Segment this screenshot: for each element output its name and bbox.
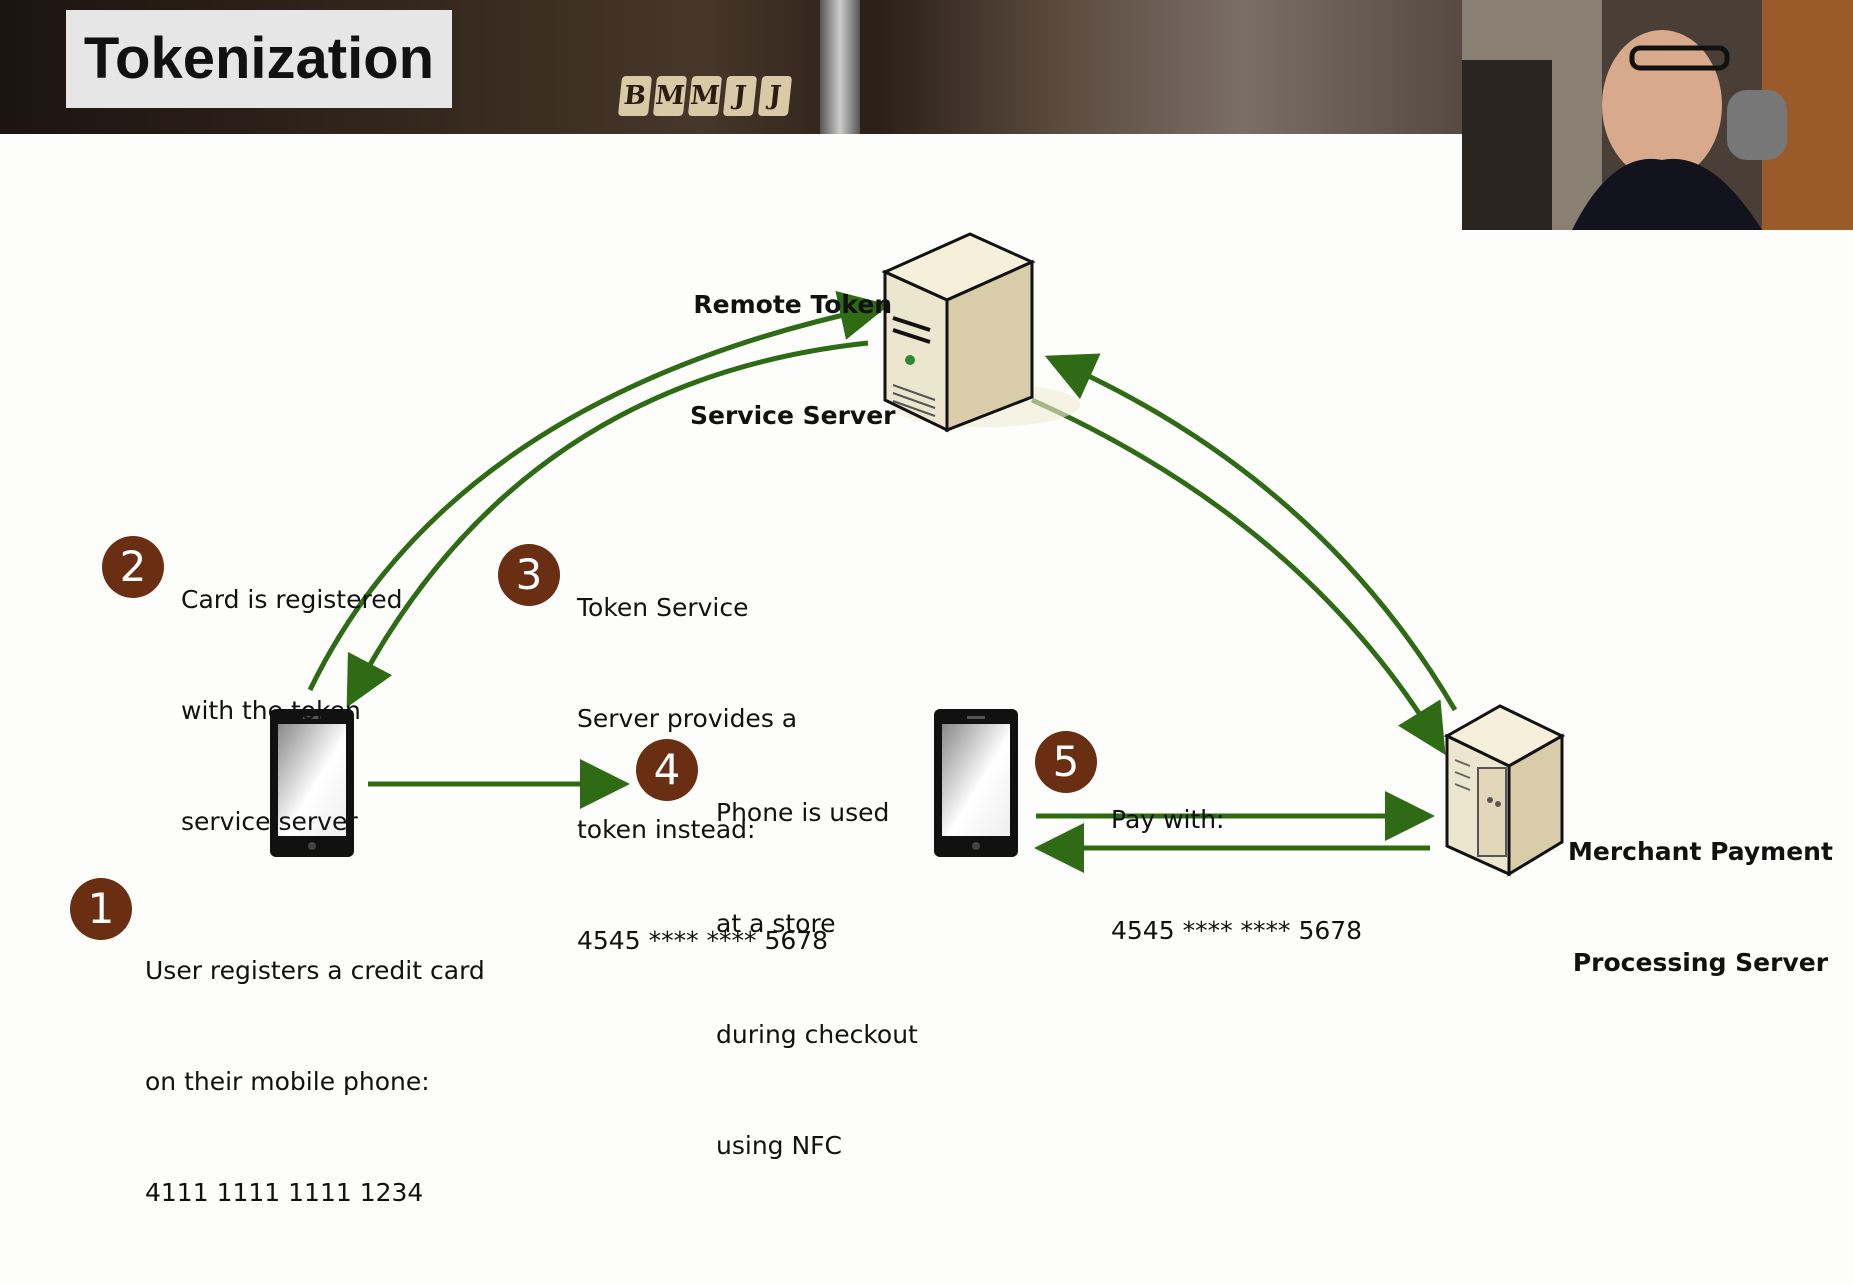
step-4-line: at a store bbox=[716, 909, 836, 938]
step-3-line: Token Service bbox=[577, 593, 749, 622]
arrow-merchant-to-token-server bbox=[1044, 353, 1458, 712]
step-1-badge: 1 bbox=[70, 878, 132, 940]
remote-server-label: Remote Token Service Server bbox=[690, 212, 896, 508]
step-4-line: during checkout bbox=[716, 1020, 918, 1049]
merchant-server-icon bbox=[1443, 704, 1566, 877]
step-2-line: Card is registered bbox=[181, 585, 403, 614]
store-phone-icon bbox=[934, 709, 1018, 857]
presenter-image bbox=[1462, 0, 1853, 230]
step-2-line: service server bbox=[181, 807, 358, 836]
step-5-badge: 5 bbox=[1035, 731, 1097, 793]
flow-arrows bbox=[307, 290, 1458, 873]
step-3-line: token instead: bbox=[577, 815, 756, 844]
lock-shackle bbox=[820, 0, 860, 134]
title-banner: B M M J J Tokenization bbox=[0, 0, 1462, 134]
remote-token-server-icon bbox=[881, 232, 1080, 433]
arrow-token-server-to-phone bbox=[346, 340, 869, 708]
step-3-line: Server provides a bbox=[577, 704, 798, 733]
merchant-server-label: Merchant Payment Processing Server bbox=[1568, 759, 1833, 1055]
diagram-graphics bbox=[270, 232, 1566, 877]
step-1-line: on their mobile phone: bbox=[145, 1067, 430, 1096]
slide: B M M J J Tokenization bbox=[0, 0, 1853, 1207]
merchant-server-label-line: Processing Server bbox=[1572, 948, 1829, 977]
step-1-text: User registers a credit card on their mo… bbox=[145, 878, 485, 1285]
step-2-badge: 2 bbox=[102, 536, 164, 598]
step-3-line: 4545 **** **** 5678 bbox=[577, 926, 829, 955]
step-4-line: using NFC bbox=[716, 1131, 843, 1160]
presenter-webcam bbox=[1462, 0, 1853, 230]
step-5-line: Pay with: bbox=[1111, 805, 1225, 834]
step-2-line: with the token bbox=[181, 696, 361, 725]
step-1-line: User registers a credit card bbox=[145, 956, 485, 985]
step-4-line: Phone is used bbox=[716, 798, 890, 827]
remote-server-label-line: Remote Token bbox=[693, 290, 893, 319]
step-5-line: 4545 **** **** 5678 bbox=[1111, 916, 1363, 945]
step-3-text: Token Service Server provides a token in… bbox=[577, 515, 828, 1033]
arrow-phone-to-token-server bbox=[307, 290, 890, 692]
step-4-badge: 4 bbox=[636, 739, 698, 801]
remote-server-label-line: Service Server bbox=[690, 401, 896, 430]
arrow-token-server-to-merchant bbox=[1030, 397, 1446, 756]
user-phone-icon bbox=[270, 709, 354, 857]
step-4-text: Phone is used at a store during checkout… bbox=[716, 720, 918, 1238]
step-5-text: Pay with: 4545 **** **** 5678 bbox=[1111, 727, 1362, 1023]
slide-title: Tokenization bbox=[66, 10, 452, 108]
step-3-badge: 3 bbox=[498, 544, 560, 606]
step-1-line: 4111 1111 1111 1234 bbox=[145, 1178, 424, 1207]
step-2-text: Card is registered with the token servic… bbox=[181, 507, 402, 914]
merchant-server-label-line: Merchant Payment bbox=[1568, 837, 1833, 866]
